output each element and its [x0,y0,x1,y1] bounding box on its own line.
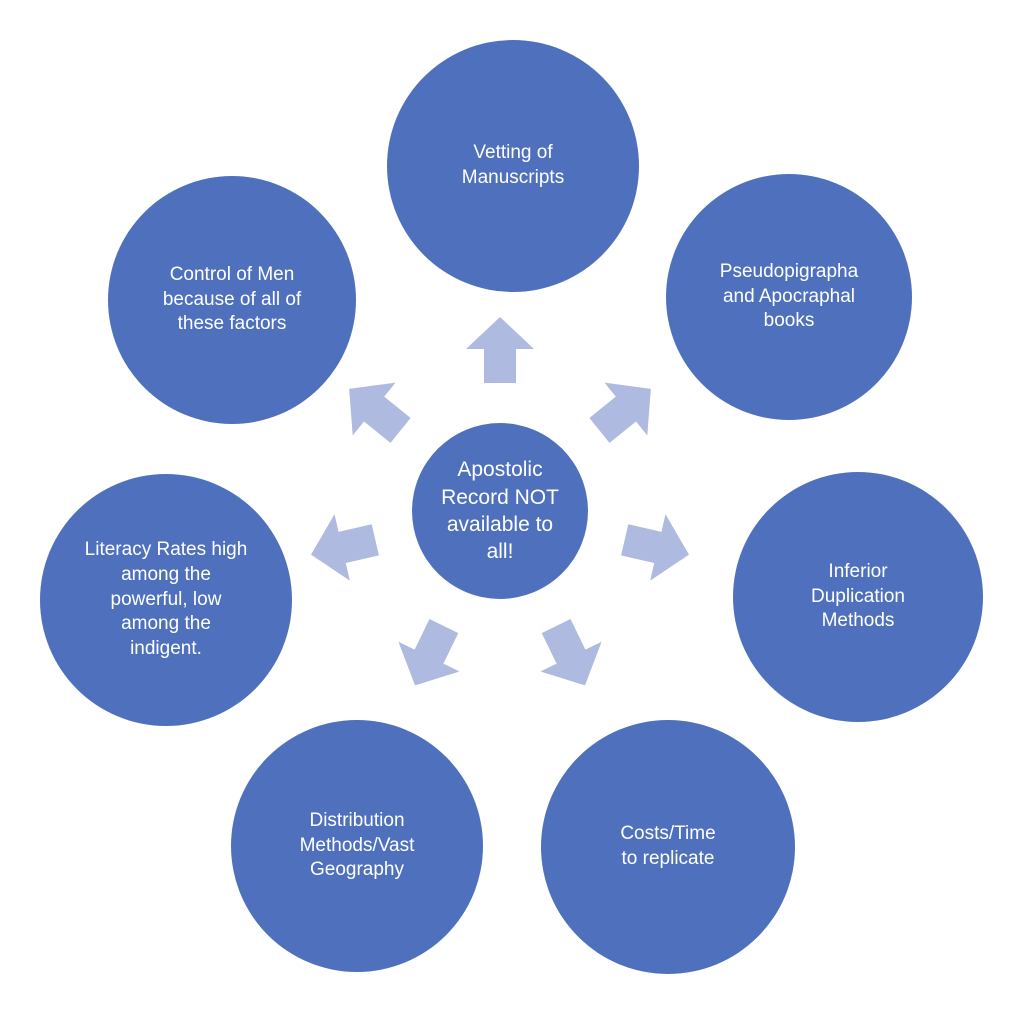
center-label: Apostolic Record NOT available to all! [441,458,559,564]
center-circle: Apostolic Record NOT available to all! [412,423,588,599]
node-control-label: Control of Men because of all of these f… [162,263,302,335]
node-pseudopigrapha: Pseudopigrapha and Apocraphal books [666,174,912,420]
node-literacy-label: Literacy Rates high among the powerful, … [84,539,248,660]
node-vetting: Vetting of Manuscripts [387,40,639,292]
arrow-to-pseudopigrapha [589,382,651,443]
node-literacy: Literacy Rates high among the powerful, … [40,474,292,726]
arrow-to-duplication [621,514,689,581]
node-costs: Costs/Time to replicate [541,720,795,974]
node-distribution: Distribution Methods/Vast Geography [231,720,483,972]
node-duplication: Inferior Duplication Methods [733,472,983,722]
arrow-to-distribution [398,619,460,686]
arrow-to-vetting [466,317,534,383]
arrow-to-literacy [311,514,379,581]
node-costs-label: Costs/Time to replicate [620,823,716,869]
node-control: Control of Men because of all of these f… [108,176,356,424]
node-pseudopigrapha-label: Pseudopigrapha and Apocraphal books [719,260,859,332]
node-duplication-label: Inferior Duplication Methods [811,560,905,632]
node-vetting-label: Vetting of Manuscripts [461,142,565,188]
arrow-to-costs [540,619,602,686]
arrow-to-control [349,382,411,443]
node-distribution-label: Distribution Methods/Vast Geography [299,809,415,881]
